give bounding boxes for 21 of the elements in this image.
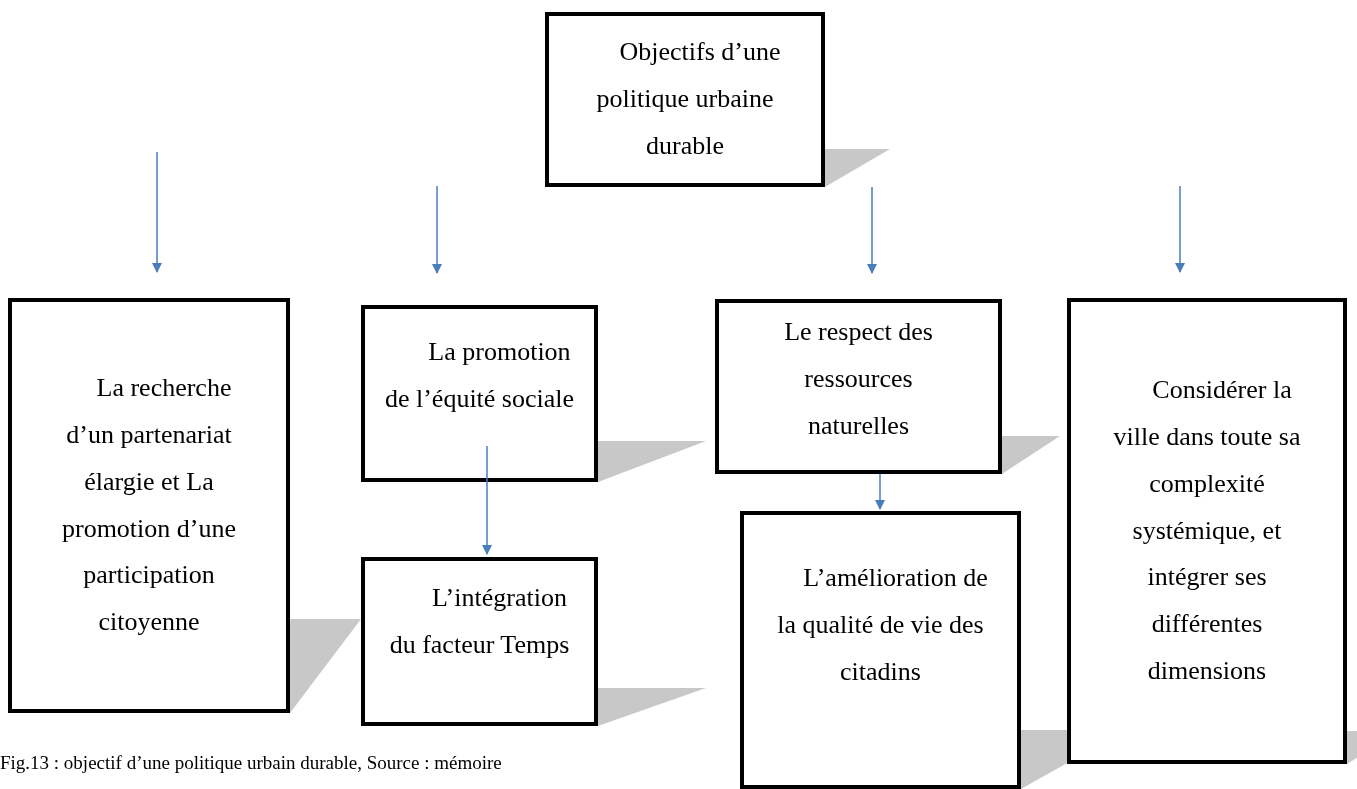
box-text: L’amélioration de la qualité de vie des citadins — [776, 562, 989, 688]
text-box — [740, 511, 1021, 789]
figure-caption: Fig.13 : objectif d’une politique urbain durable, Source : mémoire — [0, 752, 502, 774]
text-box — [1067, 298, 1347, 764]
arrow — [875, 473, 885, 510]
arrow — [432, 185, 442, 274]
box-text: Objectifs d’une politique urbaine durable — [595, 36, 782, 162]
arrow — [152, 151, 162, 273]
arrow — [1175, 185, 1185, 273]
box-text: Le respect des ressources naturelles — [783, 316, 934, 442]
text-box — [715, 299, 1002, 474]
box-text: La promotion de l’équité sociale — [383, 336, 576, 415]
text-box — [545, 12, 825, 187]
text-box — [8, 298, 290, 713]
box-text: Considérer la ville dans toute sa complexité systémique, et intégrer ses différentes dimensions — [1112, 374, 1302, 687]
box-text: L’intégration du facteur Temps — [388, 582, 571, 661]
text-box — [361, 557, 598, 726]
box-text: La recherche d’un partenariat élargie et La promotion d’une participation citoyenne — [61, 372, 237, 639]
arrow — [482, 445, 492, 555]
arrow — [867, 186, 877, 274]
text-box — [361, 305, 598, 482]
